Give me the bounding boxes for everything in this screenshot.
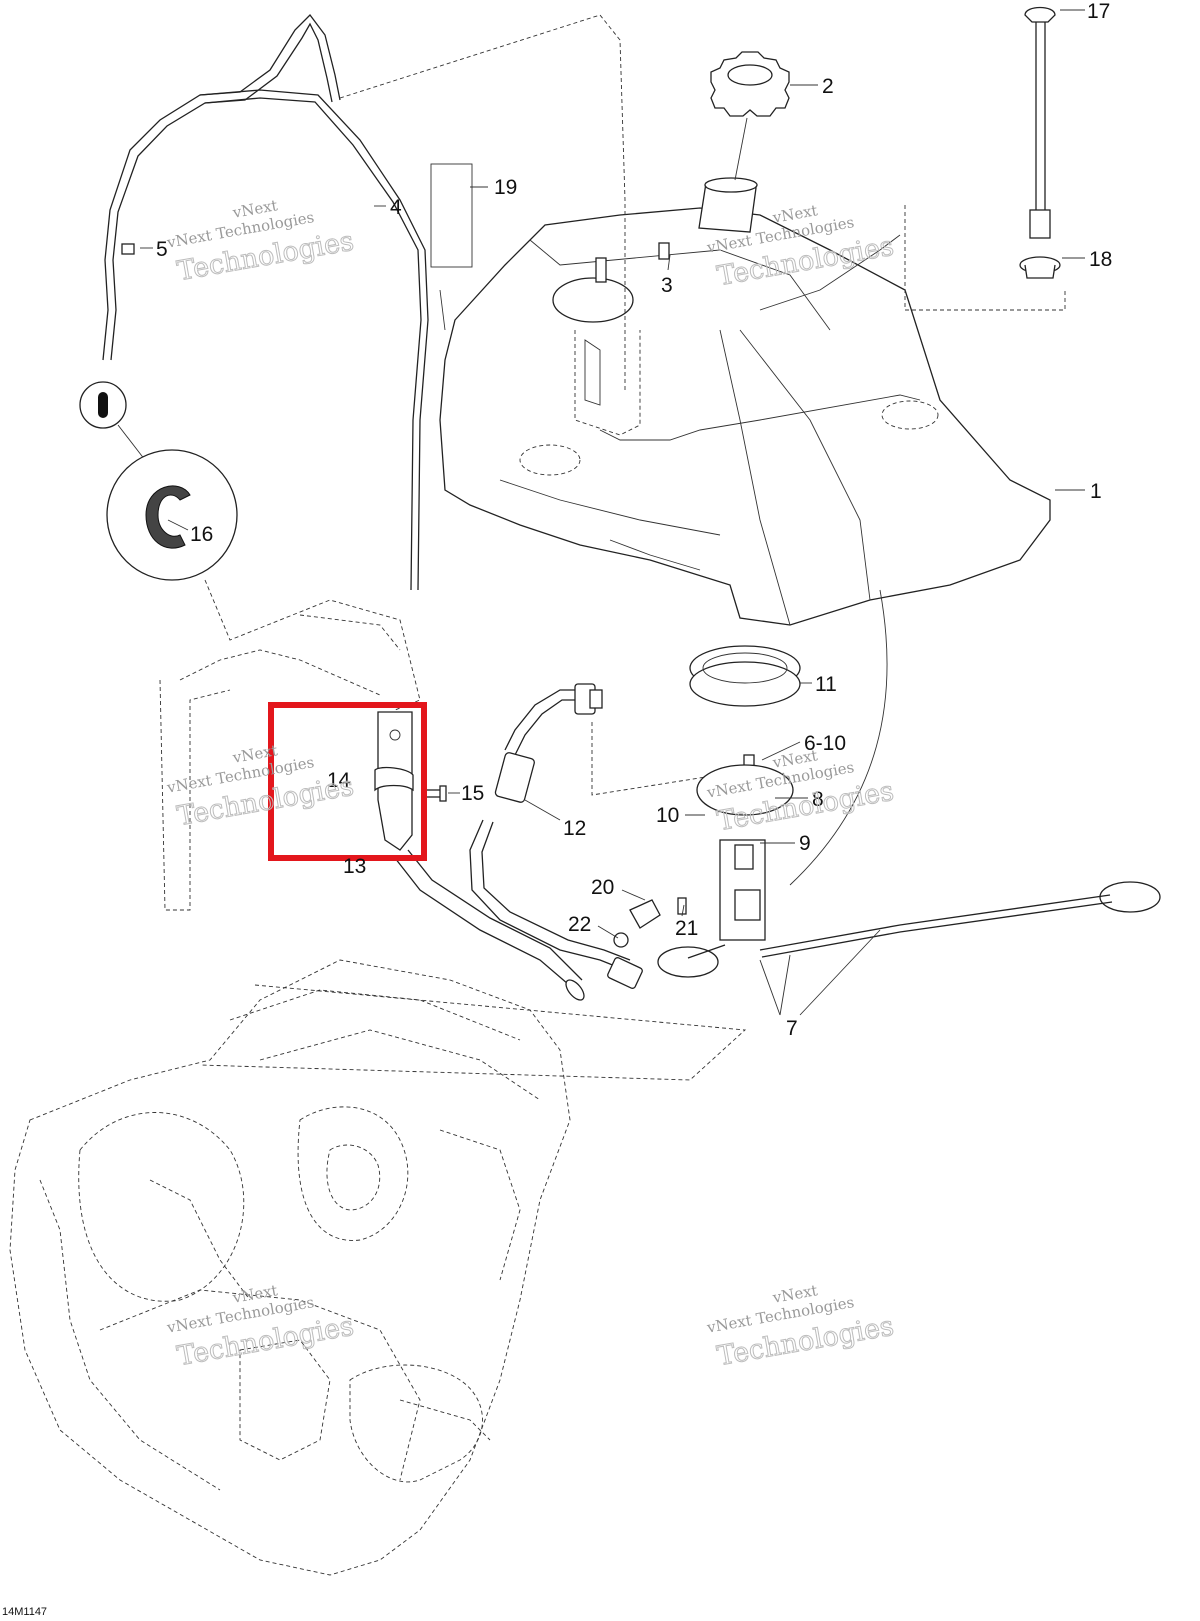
callout-18: 18 [1089, 248, 1112, 271]
callout-3: 3 [661, 274, 673, 297]
callout-4: 4 [390, 196, 402, 219]
callout-labels: 1 2 3 4 5 6-10 7 8 9 10 11 12 13 14 15 1… [156, 0, 1112, 1040]
frame-outline [159, 579, 421, 911]
watermark-1: vNext vNext Technologies Technologies [165, 196, 357, 287]
lock-ring [689, 645, 801, 707]
callout-1: 1 [1090, 480, 1102, 503]
callout-9: 9 [799, 832, 811, 855]
fuel-pump-in-tank [519, 257, 939, 476]
vent-hose [102, 14, 626, 591]
callout-6-10: 6-10 [804, 732, 846, 755]
bracket-14 [374, 711, 414, 851]
part-19-box [430, 163, 473, 268]
callout-19: 19 [494, 176, 517, 199]
fuel-line-13 [394, 849, 585, 1001]
callout-20: 20 [591, 876, 614, 899]
watermark-3: vNext vNext Technologies Technologies [165, 741, 357, 832]
callout-13: 13 [343, 855, 366, 878]
vent-fitting [658, 242, 670, 260]
watermark-5: vNext vNext Technologies Technologies [165, 1281, 357, 1372]
watermark-6: vNext vNext Technologies Technologies [705, 1281, 897, 1372]
callout-15: 15 [461, 782, 484, 805]
callout-21: 21 [675, 917, 698, 940]
callout-5: 5 [156, 238, 168, 261]
clamp-20 [613, 897, 687, 948]
callout-16: 16 [190, 523, 213, 546]
callout-2: 2 [822, 75, 834, 98]
callout-8: 8 [812, 788, 824, 811]
engine [9, 959, 747, 1576]
watermark-4: vNext vNext Technologies Technologies [705, 746, 897, 837]
callout-17: 17 [1087, 0, 1110, 23]
fuel-pump-module [657, 589, 1161, 978]
sender-rod [1019, 6, 1061, 279]
leader-lines [140, 9, 1085, 1016]
callout-7: 7 [786, 1017, 798, 1040]
highlight-box [268, 702, 427, 861]
callout-14: 14 [327, 769, 351, 792]
fuel-line-12 [469, 683, 751, 989]
callout-12: 12 [563, 817, 586, 840]
callout-22: 22 [568, 913, 591, 936]
fuel-cap [710, 51, 790, 181]
callout-10: 10 [656, 804, 679, 827]
detail-view-16 [79, 381, 238, 581]
callout-11: 11 [815, 673, 837, 696]
filler-neck [698, 177, 758, 233]
drawing-id: 14M1147 [2, 1606, 47, 1618]
hose-clip [121, 243, 135, 255]
